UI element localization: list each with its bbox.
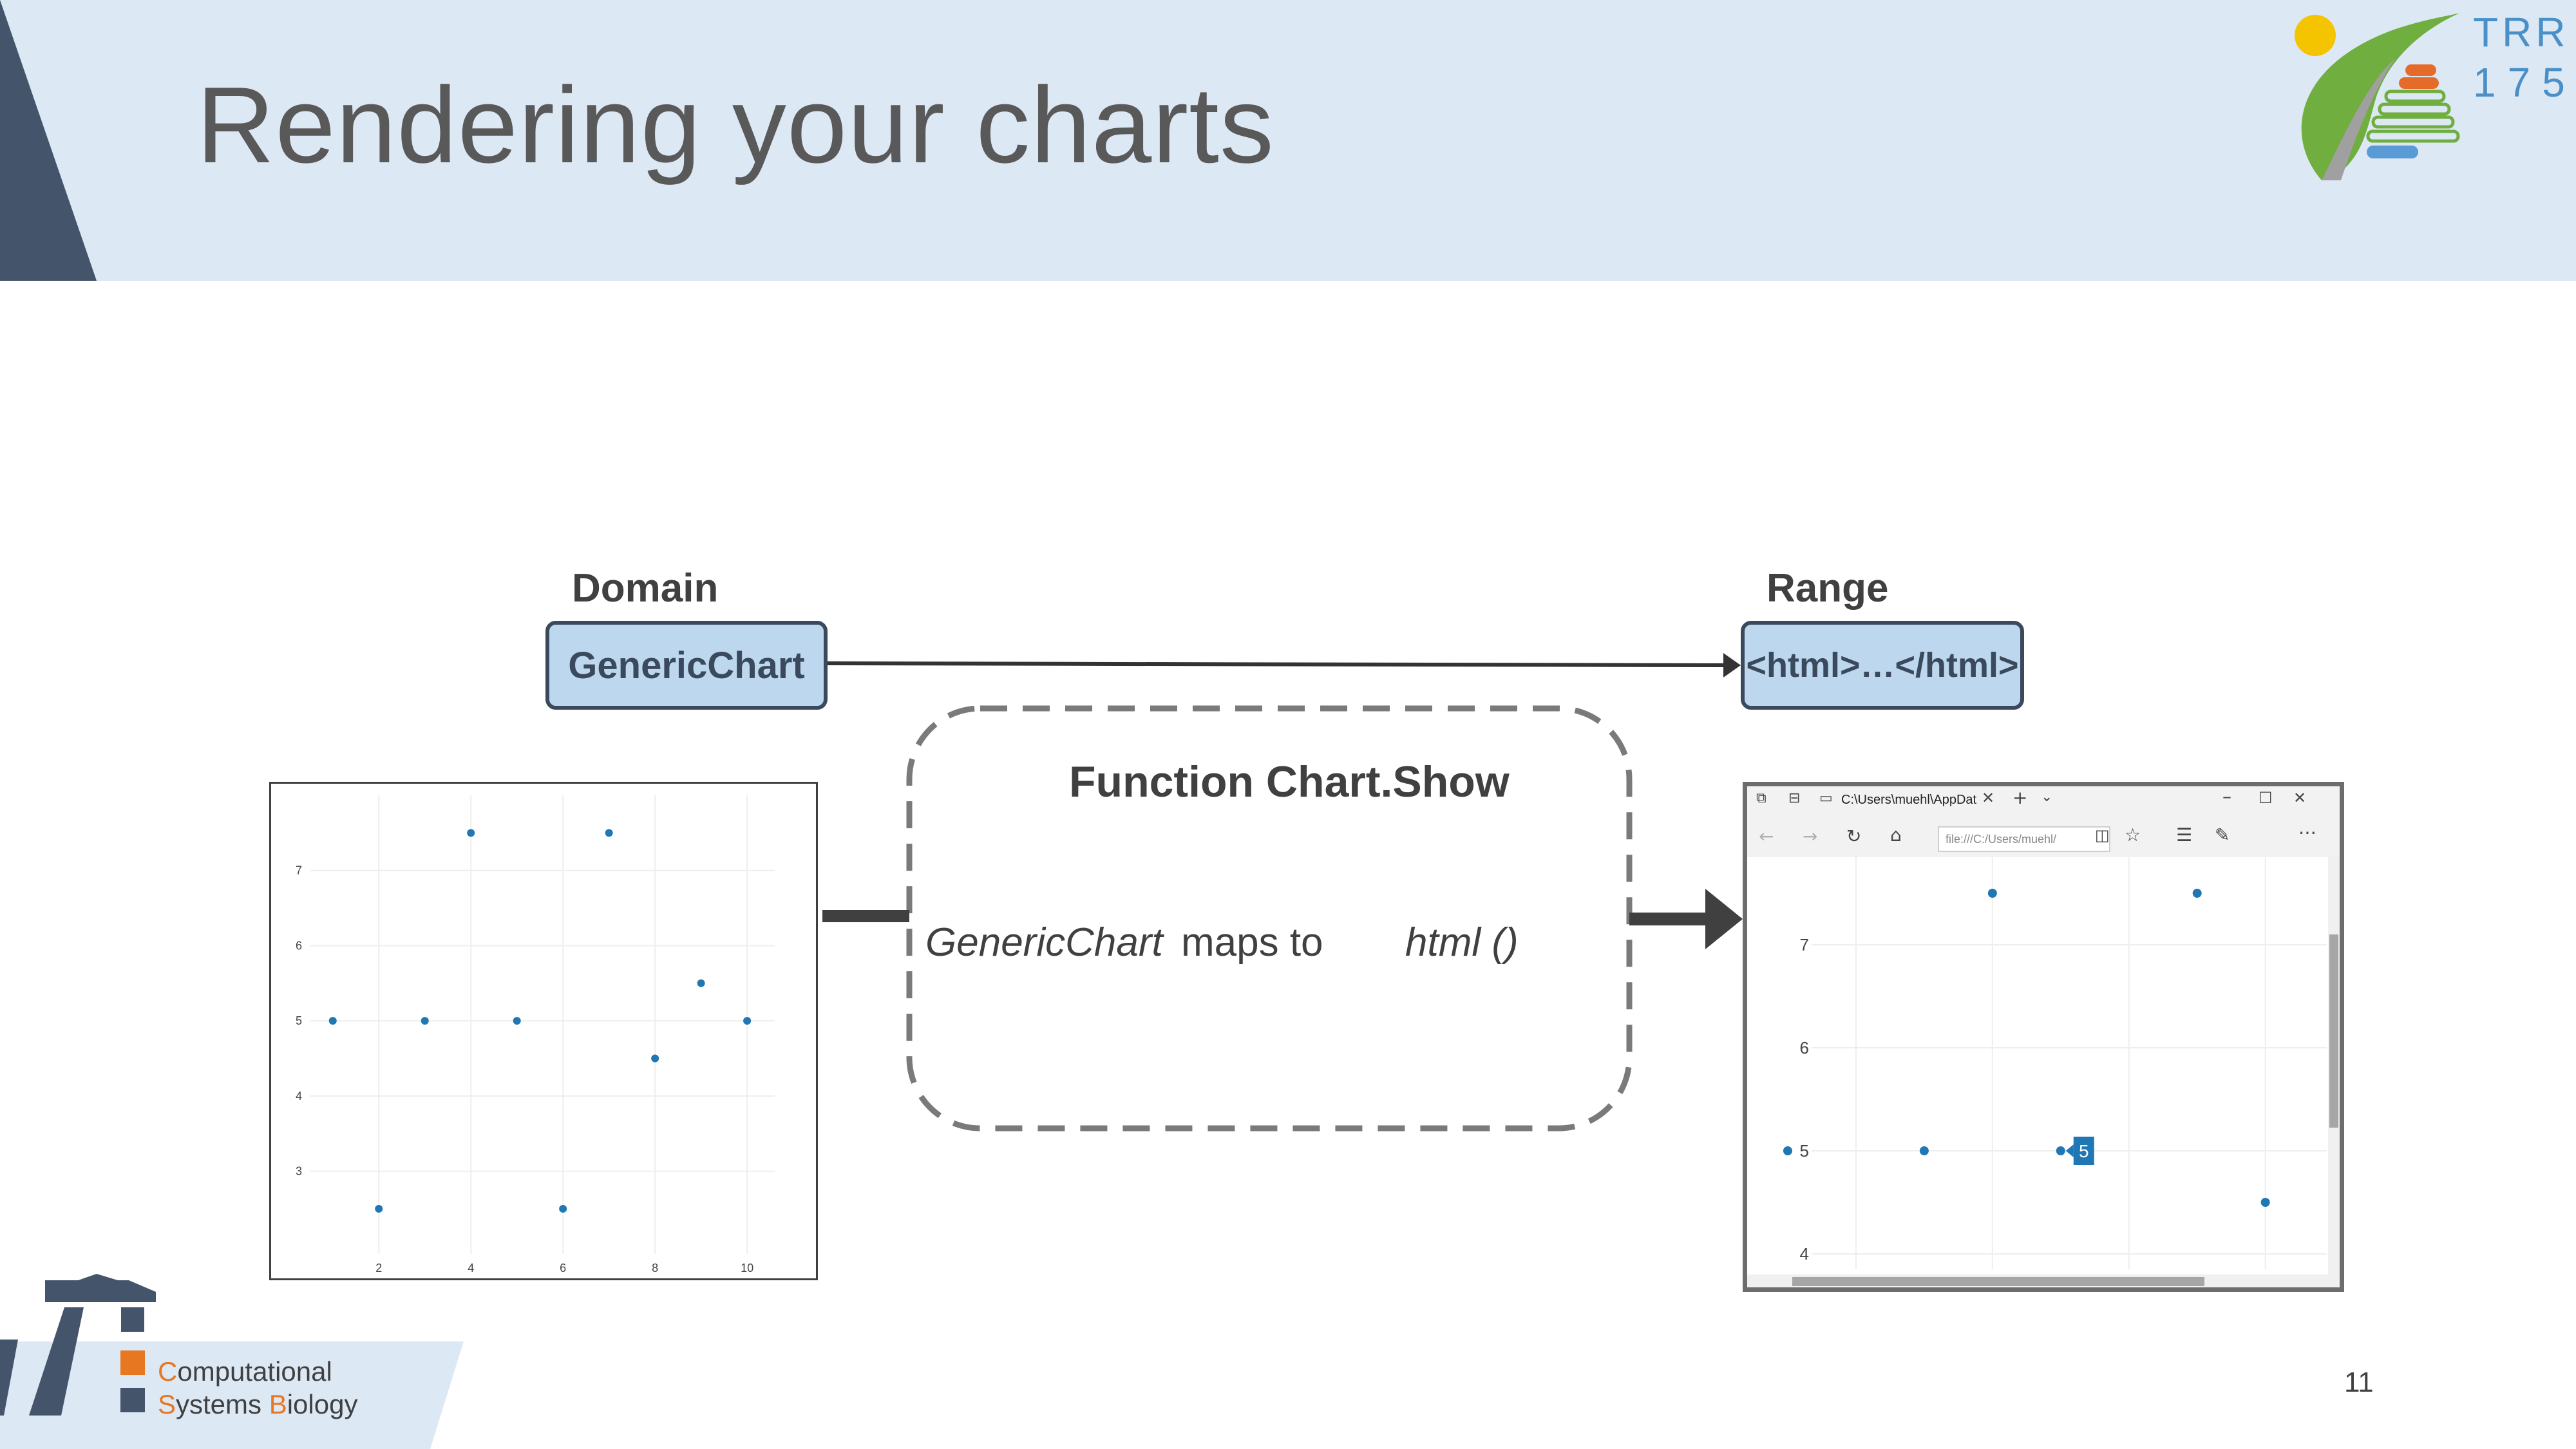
- institute-logo: [0, 1274, 156, 1416]
- data-point: [513, 1017, 521, 1025]
- data-point: [2192, 889, 2202, 898]
- domain-label: Domain: [572, 566, 719, 611]
- browser-window: ⧉ ⊟ ▭ C:\Users\muehl\AppDat ✕ + ⌄ – ☐ ✕ …: [1743, 782, 2344, 1292]
- tooltip-text: 5: [2079, 1141, 2089, 1161]
- reading-view-icon[interactable]: ◫: [2095, 826, 2110, 844]
- y-tick-label: 5: [1800, 1141, 1809, 1160]
- data-point: [1919, 1146, 1929, 1155]
- maximize-icon[interactable]: ☐: [2259, 789, 2273, 807]
- tooltip-box: [2073, 1137, 2094, 1165]
- y-tick-label: 6: [296, 939, 302, 952]
- favorite-star-icon[interactable]: ☆: [2125, 824, 2141, 846]
- window-close-icon[interactable]: ✕: [2293, 789, 2307, 807]
- domain-to-range-arrow: [827, 661, 1725, 667]
- tab-actions-icon[interactable]: ⧉: [1756, 790, 1766, 806]
- data-point: [697, 979, 705, 987]
- new-tab-icon[interactable]: +: [2012, 787, 2028, 808]
- x-tick-label: 10: [741, 1262, 753, 1274]
- back-icon[interactable]: ←: [1759, 826, 1774, 847]
- header-accent-triangle: [0, 0, 97, 281]
- data-point: [1987, 889, 1997, 898]
- data-point: [651, 1054, 659, 1063]
- slide-title: Rendering your charts: [196, 64, 1274, 185]
- domain-box: GenericChart: [545, 621, 828, 710]
- tab-list-chevron-icon[interactable]: ⌄: [2041, 789, 2053, 805]
- data-point: [2056, 1146, 2065, 1155]
- trr-logo: TRR 175: [2295, 9, 2566, 180]
- horizontal-scrollbar-thumb: [1792, 1277, 2204, 1286]
- page-number: 11: [2344, 1367, 2374, 1398]
- refresh-icon[interactable]: ↻: [1846, 826, 1862, 847]
- function-title: Function Chart.Show: [1069, 757, 1510, 806]
- y-tick-label: 4: [1800, 1244, 1809, 1264]
- y-tick-label: 5: [296, 1014, 302, 1027]
- footer-band: [0, 1341, 464, 1449]
- range-box: <html>…</html>: [1741, 621, 2024, 710]
- data-point: [1783, 1146, 1792, 1155]
- generic-chart-plot: 2 4 6 8 10 3 4 5 6 7: [269, 782, 818, 1280]
- home-icon[interactable]: ⌂: [1890, 824, 1902, 846]
- right-connector-bar: [1629, 913, 1705, 925]
- forward-icon[interactable]: →: [1803, 826, 1818, 847]
- browser-chrome: ⧉ ⊟ ▭ C:\Users\muehl\AppDat ✕ + ⌄ – ☐ ✕ …: [1747, 786, 2340, 857]
- x-tick-label: 2: [375, 1262, 382, 1274]
- data-point: [467, 829, 475, 837]
- csb-line-2: Systems Biology: [158, 1389, 358, 1419]
- data-point: [375, 1204, 383, 1213]
- web-note-pen-icon[interactable]: ✎: [2215, 824, 2230, 846]
- data-point: [605, 829, 613, 837]
- trr-number: 175: [2473, 59, 2566, 106]
- x-tick-label: 6: [560, 1262, 566, 1274]
- right-connector-arrowhead: [1705, 889, 1743, 949]
- x-tick-label: 8: [652, 1262, 658, 1274]
- trr-text: TRR: [2473, 9, 2566, 55]
- tooltip-pointer: [2065, 1144, 2074, 1157]
- page-icon: ▭: [1819, 790, 1833, 806]
- maps-from: GenericChart: [925, 920, 1163, 965]
- vertical-scrollbar-thumb: [2329, 934, 2338, 1128]
- header-band: [0, 0, 2576, 281]
- data-point: [328, 1017, 337, 1025]
- maps-to: html (): [1405, 920, 1519, 965]
- browser-plot-area[interactable]: 4 5 6 7 5: [1747, 857, 2340, 1287]
- favorites-hub-icon[interactable]: ☰: [2176, 824, 2193, 846]
- maps-word: maps to: [1181, 920, 1323, 965]
- y-tick-label: 7: [296, 864, 302, 877]
- tab-close-icon[interactable]: ✕: [1982, 789, 1995, 807]
- tab-preview-icon[interactable]: ⊟: [1788, 790, 1801, 806]
- range-label: Range: [1766, 566, 1889, 611]
- generic-chart-svg: 2 4 6 8 10 3 4 5 6 7: [296, 795, 775, 1274]
- tab-title[interactable]: C:\Users\muehl\AppDat: [1841, 793, 1977, 807]
- minimize-icon[interactable]: –: [2222, 786, 2231, 807]
- csb-dark-square: [120, 1388, 145, 1412]
- data-point: [559, 1204, 567, 1213]
- y-tick-label: 4: [296, 1090, 302, 1103]
- left-connector-bar: [822, 910, 909, 922]
- x-tick-label: 4: [468, 1262, 474, 1274]
- csb-orange-square: [120, 1350, 145, 1375]
- y-tick-label: 3: [296, 1165, 302, 1178]
- more-menu-icon[interactable]: ⋯: [2298, 822, 2316, 843]
- y-tick-label: 7: [1800, 935, 1809, 954]
- domain-to-range-arrowhead: [1723, 653, 1741, 677]
- csb-line-1: Computational: [158, 1356, 332, 1387]
- browser-chart-svg[interactable]: 4 5 6 7 5: [1747, 857, 2340, 1287]
- y-tick-label: 6: [1800, 1038, 1809, 1057]
- data-point: [743, 1017, 752, 1025]
- address-bar[interactable]: file:///C:/Users/muehl/: [1938, 826, 2110, 852]
- data-point: [2260, 1198, 2270, 1207]
- data-point: [421, 1017, 429, 1025]
